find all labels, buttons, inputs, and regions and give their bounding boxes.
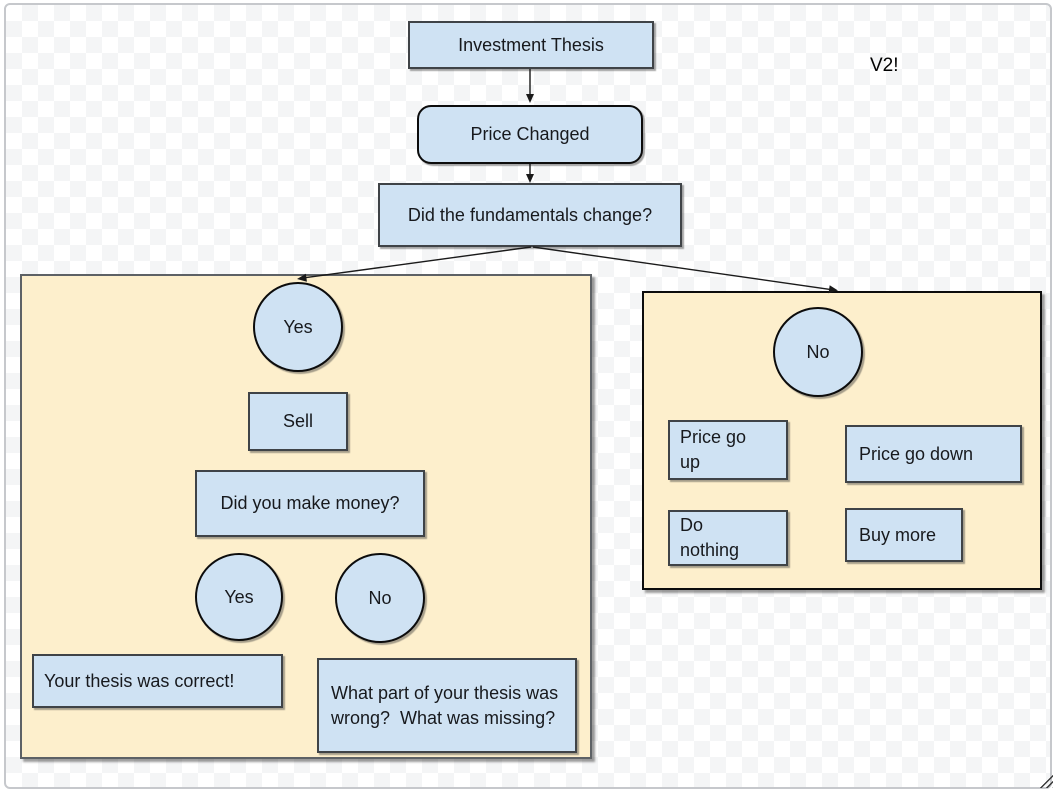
node-investment-thesis[interactable]: Investment Thesis [408, 21, 654, 69]
no-circle[interactable]: No [773, 307, 863, 397]
node-thesis-correct[interactable]: Your thesis was correct! [32, 654, 283, 708]
node-price-go-up[interactable]: Price go up [668, 420, 788, 480]
node-sell[interactable]: Sell [248, 392, 348, 451]
node-price-go-down[interactable]: Price go down [845, 425, 1022, 483]
version-text[interactable]: V2! [870, 55, 899, 76]
node-thesis-wrong[interactable]: What part of your thesis was wrong? What… [317, 658, 577, 753]
node-price-changed[interactable]: Price Changed [417, 105, 643, 164]
node-buy-more[interactable]: Buy more [845, 508, 963, 562]
make-money-yes-circle[interactable]: Yes [195, 553, 283, 641]
node-do-nothing[interactable]: Do nothing [668, 510, 788, 566]
node-make-money-question[interactable]: Did you make money? [195, 470, 425, 537]
node-fundamentals-question[interactable]: Did the fundamentals change? [378, 183, 682, 247]
make-money-no-circle[interactable]: No [335, 553, 425, 643]
yes-circle[interactable]: Yes [253, 282, 343, 372]
